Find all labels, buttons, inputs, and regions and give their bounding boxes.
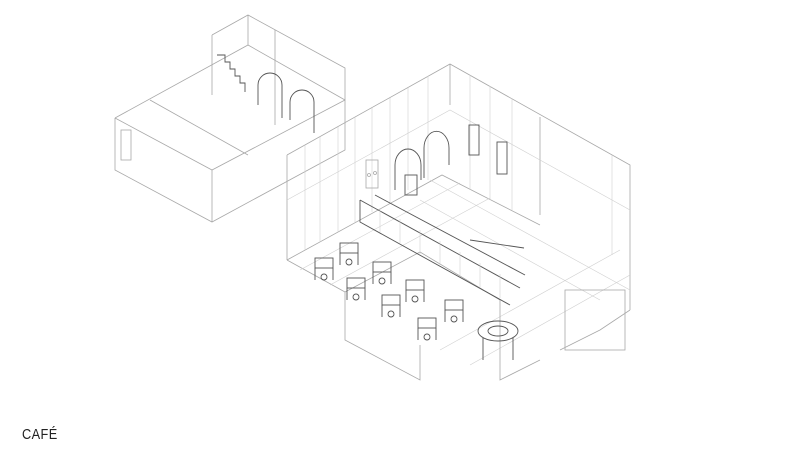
arch-icon	[289, 89, 315, 133]
stairs-icon	[217, 54, 246, 92]
arch-icon	[423, 130, 450, 178]
upper-level-block	[114, 14, 346, 223]
drawing-caption: CAFÉ	[22, 426, 58, 443]
door	[468, 124, 480, 156]
dining-tables	[314, 242, 464, 341]
table-set	[417, 317, 437, 341]
door	[365, 159, 379, 189]
table-set	[314, 257, 334, 281]
table-set	[444, 299, 464, 323]
table-set	[339, 242, 359, 266]
table-set	[372, 261, 392, 285]
table-set	[405, 279, 425, 303]
arch-icon	[394, 148, 422, 190]
table-set	[346, 277, 366, 301]
cafe-volume	[286, 63, 631, 381]
arch-icon	[257, 72, 283, 118]
table-set	[381, 294, 401, 318]
bar-counter	[359, 174, 526, 306]
round-table	[477, 320, 519, 360]
door	[496, 141, 508, 175]
